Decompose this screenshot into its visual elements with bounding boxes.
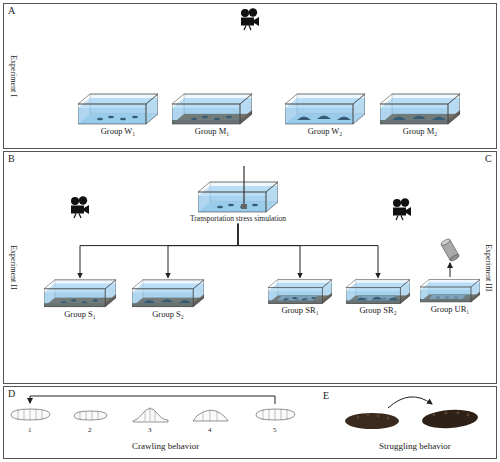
tank-drawing: [172, 92, 252, 126]
flow-arrow: [238, 224, 300, 278]
group-label: Group M₁: [172, 127, 252, 137]
panel-letter: A: [8, 6, 15, 16]
cycle-arrow: [30, 396, 275, 404]
aquarium-tank: Group S₂: [132, 278, 204, 319]
sea-cucumber-outline: [11, 407, 295, 422]
callout-number: 4: [208, 426, 212, 434]
group-label: Group W₂: [285, 127, 365, 137]
panel-letter: C: [485, 154, 492, 164]
flow-arrow: [168, 224, 238, 278]
sample-tube: [440, 238, 460, 262]
group-label: Group SR₁: [268, 306, 332, 316]
flow-arrow: [80, 224, 238, 278]
experiment-label: Experiment I: [8, 55, 18, 97]
callout-number: 1: [28, 426, 32, 434]
group-label: Group UR₁: [420, 305, 480, 315]
group-label: Group S₂: [132, 310, 204, 320]
experiment-label: Experiment III: [483, 244, 493, 291]
tank-drawing: [44, 278, 116, 309]
tank-drawing: [285, 92, 365, 126]
tank-drawing: [346, 278, 410, 305]
panel-letter: E: [323, 391, 329, 401]
panel-letter: B: [8, 154, 15, 164]
tank-drawing: [380, 92, 460, 126]
camera-icon: [393, 198, 411, 220]
callout-number: 2: [88, 426, 92, 434]
sampling-arrow: [450, 263, 451, 277]
aquarium-tank: Group M₂: [380, 92, 460, 137]
camera-icon: [241, 8, 259, 30]
aquarium-tank: Group SR₁: [268, 278, 332, 316]
group-label: Group SR₂: [346, 306, 410, 316]
tank-drawing: [198, 166, 278, 214]
panel-letter: D: [8, 389, 15, 399]
figure-panel: B Experiment II C Experiment III Transportat…: [3, 151, 497, 384]
experiment-label: Experiment II: [8, 245, 18, 290]
aquarium-tank: Group W₂: [285, 92, 365, 137]
panel-caption: Crawling behavior: [132, 441, 199, 451]
turn-arrow: [388, 397, 432, 408]
sea-cucumber: [345, 408, 479, 430]
group-label: Group S₁: [44, 310, 116, 320]
tank-drawing: [78, 92, 158, 126]
figure-panel: E Struggling behavior: [319, 386, 497, 459]
flow-arrow: [238, 224, 378, 278]
callout-number: 5: [273, 426, 277, 434]
aquarium-tank: Group UR₁: [420, 278, 480, 314]
tank-drawing: [132, 278, 204, 309]
aquarium-tank: Group S₁: [44, 278, 116, 319]
tank-drawing: [420, 278, 480, 304]
group-label: Transportation stress simulation: [190, 215, 286, 224]
panel-caption: Struggling behavior: [379, 441, 451, 451]
callout-number: 3: [148, 426, 152, 434]
aquarium-tank: Group SR₂: [346, 278, 410, 316]
camera-icon: [71, 196, 89, 218]
tank-drawing: [268, 278, 332, 305]
aquarium-tank: Group W₁: [78, 92, 158, 137]
figure-panel: D Crawling behavior: [3, 386, 319, 459]
figure-panel: A Experiment I Group W₁ Group M₁ Group W₂ Gro…: [3, 3, 497, 149]
group-label: Group M₂: [380, 127, 460, 137]
aquarium-tank: Transportation stress simulation: [190, 166, 286, 224]
aquarium-tank: Group M₁: [172, 92, 252, 137]
group-label: Group W₁: [78, 127, 158, 137]
